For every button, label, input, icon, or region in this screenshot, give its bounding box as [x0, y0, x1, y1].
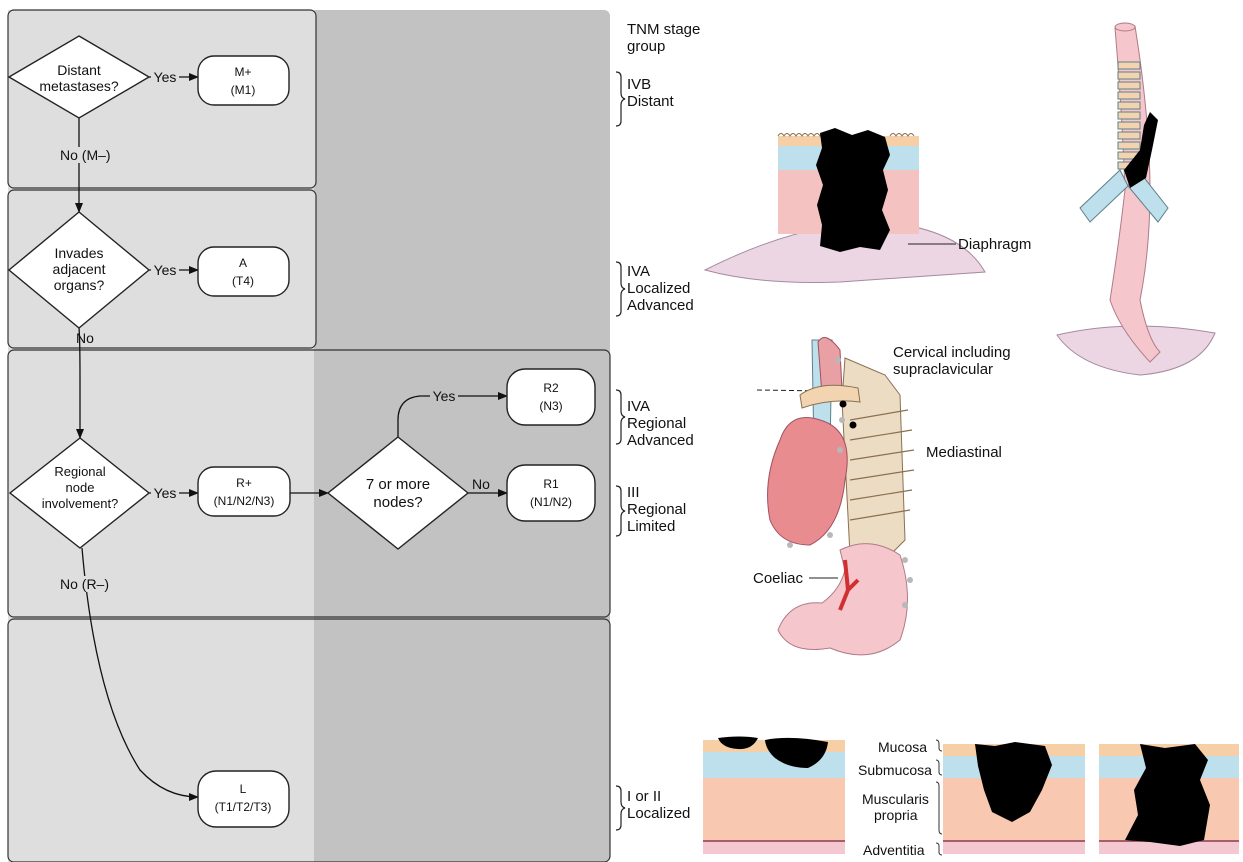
decision-text: nodes? [373, 494, 422, 511]
label-muscularis: propria [874, 807, 918, 823]
outcome-text: (T4) [232, 274, 254, 288]
outcome-text: R2 [543, 381, 559, 395]
outcome-l: L (T1/T2/T3) [198, 771, 289, 827]
wall-section-1 [703, 737, 845, 855]
outcome-text: (N1/N2) [530, 495, 572, 509]
decision-text: node [66, 480, 95, 495]
stage-header-line: TNM stage [627, 21, 700, 38]
stage-line: Distant [627, 93, 674, 110]
label-coeliac: Coeliac [753, 570, 804, 587]
label-adventitia: Adventitia [863, 842, 925, 858]
outcome-text: R1 [543, 477, 559, 491]
label-muscularis: Muscularis [862, 791, 929, 807]
stage-line: IVB [627, 76, 674, 93]
panel-backgrounds [8, 10, 610, 862]
decision-text: Regional [54, 464, 105, 479]
decision-text: adjacent [53, 261, 106, 277]
nodal-regions-illustration: Cervical including supraclavicular Media… [753, 338, 1011, 655]
decision-text: Invades [54, 245, 103, 261]
outcome-text: (N3) [539, 399, 562, 413]
outcome-text: (N1/N2/N3) [214, 494, 275, 508]
outcome-r-plus: R+ (N1/N2/N3) [198, 467, 290, 516]
outcome-text: (M1) [231, 83, 256, 97]
outcome-text: (T1/T2/T3) [215, 800, 272, 814]
oesophagus-trachea-illustration [1057, 23, 1215, 375]
decision-text: Distant [57, 62, 101, 78]
outcome-r1: R1 (N1/N2) [507, 465, 595, 521]
stage-line: Advanced [627, 432, 694, 449]
decision-text: organs? [54, 277, 105, 293]
label-mediastinal: Mediastinal [926, 444, 1002, 461]
stage-ivb-distant: IVB Distant [627, 76, 674, 110]
decision-text: involvement? [42, 496, 119, 511]
edge-label-yes: Yes [154, 262, 177, 278]
stage-line: Localized [627, 280, 694, 297]
edge-label-no: No [472, 476, 490, 492]
stage-iva-regional-advanced: IVA Regional Advanced [627, 398, 694, 449]
stage-iva-localized-advanced: IVA Localized Advanced [627, 263, 694, 314]
stage-line: I or II [627, 788, 690, 805]
label-mucosa: Mucosa [878, 739, 927, 755]
stage-line: Advanced [627, 297, 694, 314]
edge-label-yes: Yes [154, 485, 177, 501]
stage-line: Limited [627, 518, 686, 535]
stage-header: TNM stage group [627, 21, 700, 55]
stage-header-line: group [627, 38, 700, 55]
stage-line: III [627, 484, 686, 501]
wall-layer-sections: Mucosa Submucosa Muscularis propria Adve… [703, 737, 1239, 859]
outcome-m-plus: M+ (M1) [198, 56, 289, 105]
label-submucosa: Submucosa [858, 762, 932, 778]
stage-i-ii-localized: I or II Localized [627, 788, 690, 822]
outcome-text: A [239, 256, 247, 270]
stage-iii-regional-limited: III Regional Limited [627, 484, 686, 535]
decision-text: metastases? [39, 78, 119, 94]
outcome-text: R+ [236, 476, 252, 490]
stage-line: IVA [627, 398, 694, 415]
stage-line: IVA [627, 263, 694, 280]
outcome-text: L [240, 782, 247, 796]
edge-label-yes: Yes [154, 69, 177, 85]
label-cervical: Cervical including [893, 344, 1011, 361]
label-cervical: supraclavicular [893, 361, 993, 378]
wall-section-2 [943, 742, 1085, 854]
edge-label-no-m: No (M–) [60, 147, 111, 163]
stage-braces [616, 72, 625, 830]
outcome-text: M+ [234, 65, 251, 79]
decision-text: 7 or more [366, 476, 430, 493]
stage-line: Regional [627, 415, 694, 432]
edge-label-no: No [76, 330, 94, 346]
outcome-r2: R2 (N3) [507, 369, 595, 425]
wall-section-3 [1099, 744, 1239, 854]
edge-label-yes: Yes [433, 388, 456, 404]
diaphragm-tumour-illustration: Diaphragm [705, 128, 1031, 283]
edge-label-no-r: No (R–) [60, 576, 109, 592]
outcome-a: A (T4) [198, 247, 289, 296]
stage-line: Regional [627, 501, 686, 518]
stage-line: Localized [627, 805, 690, 822]
label-diaphragm: Diaphragm [958, 236, 1031, 253]
